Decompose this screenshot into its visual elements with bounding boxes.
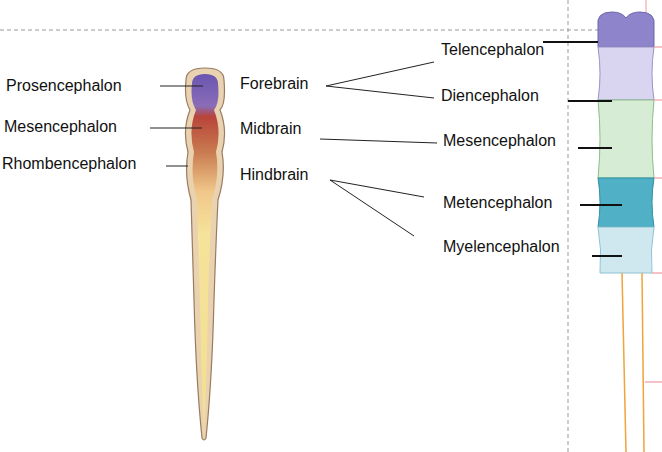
part-name: Metencephalon <box>443 193 552 213</box>
part-name: Myelencephalon <box>443 237 560 257</box>
region-name: Forebrain <box>240 74 308 94</box>
part-name: Diencephalon <box>441 86 539 106</box>
region-name: Midbrain <box>240 119 301 139</box>
part-name: Telencephalon <box>441 40 544 60</box>
part-name: Rhombencephalon <box>2 154 136 174</box>
region-name: Hindbrain <box>240 165 308 185</box>
part-name: Mesencephalon <box>443 131 556 151</box>
part-name: Mesencephalon <box>4 117 117 137</box>
part-name: Prosencephalon <box>6 76 122 96</box>
